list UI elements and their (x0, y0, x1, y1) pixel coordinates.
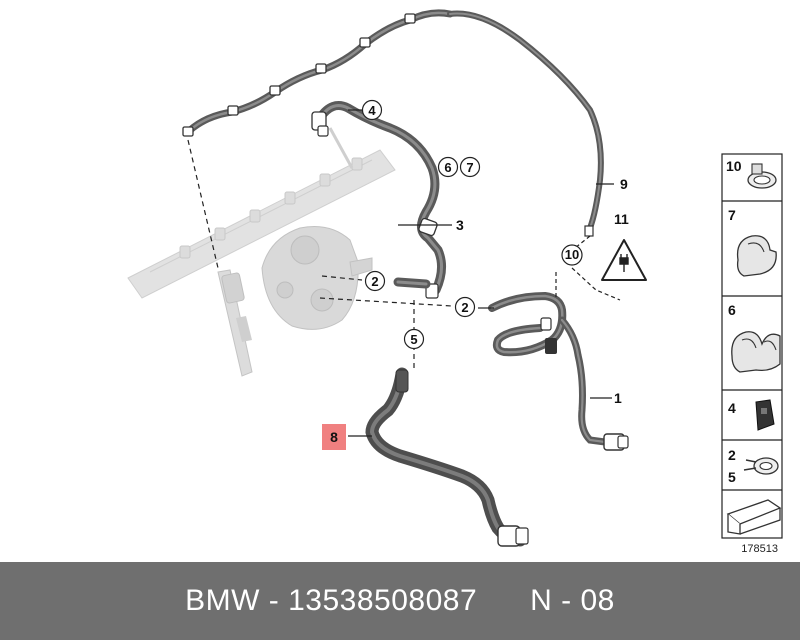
svg-text:2: 2 (728, 447, 736, 463)
svg-text:5: 5 (410, 332, 417, 347)
spacer (477, 584, 530, 618)
parts-diagram: 4 6 7 3 2 2 5 9 10 11 1 8 (127, 9, 783, 555)
svg-text:5: 5 (728, 469, 736, 485)
hose-4-3 (311, 101, 446, 299)
svg-text:4: 4 (728, 400, 736, 416)
svg-text:2: 2 (371, 274, 378, 289)
callout-2-line[interactable]: 2 (454, 296, 476, 318)
leak-off-line (182, 9, 454, 137)
part-number: 13538508087 (288, 584, 478, 617)
connector-end-1 (603, 433, 629, 451)
return-line-9 (447, 10, 604, 237)
svg-text:6: 6 (728, 302, 736, 318)
callout-6[interactable]: 6 (437, 156, 459, 178)
svg-text:4: 4 (368, 103, 376, 118)
double-pipe-holder-icon (731, 331, 781, 373)
rubber-mount-icon (755, 399, 775, 431)
ghost-fuel-pump (261, 226, 373, 330)
callout-7[interactable]: 7 (459, 156, 481, 178)
catalog-number: 178513 (741, 543, 778, 555)
svg-text:9: 9 (620, 176, 628, 192)
svg-text:10: 10 (726, 158, 742, 174)
callout-8[interactable]: 8 (322, 424, 346, 450)
ghost-fuel-rail (127, 127, 396, 299)
warning-triangle-icon (601, 239, 647, 281)
callout-9[interactable]: 9 (620, 176, 628, 192)
leader-lines (187, 109, 621, 437)
separator: - (259, 584, 289, 617)
ghost-injector (217, 269, 253, 377)
connector-end-8 (497, 525, 529, 547)
callout-11[interactable]: 11 (614, 211, 629, 227)
legend-item-kit[interactable] (726, 499, 782, 535)
legend-item-2-5[interactable]: 2 5 (728, 447, 779, 485)
svg-text:6: 6 (444, 160, 451, 175)
svg-text:10: 10 (565, 247, 579, 262)
part-number-footer: BMW - 13538508087 N - 08 (0, 562, 800, 640)
svg-text:8: 8 (330, 429, 338, 445)
fuel-hose-8 (365, 367, 529, 547)
callout-5[interactable]: 5 (403, 328, 425, 350)
callout-1[interactable]: 1 (614, 390, 622, 406)
svg-text:11: 11 (614, 211, 629, 227)
callout-10[interactable]: 10 (561, 244, 583, 266)
brand-label: BMW (185, 584, 260, 617)
legend-item-4[interactable]: 4 (728, 399, 775, 431)
callout-3[interactable]: 3 (456, 217, 464, 233)
parts-legend: 10 7 6 4 (721, 153, 783, 539)
svg-text:2: 2 (461, 300, 468, 315)
svg-text:3: 3 (456, 217, 464, 233)
legend-item-10[interactable]: 10 (726, 158, 777, 189)
callout-4[interactable]: 4 (361, 99, 383, 121)
diagram-reference: N - 08 (530, 584, 615, 617)
fuel-line-1 (488, 291, 629, 451)
legend-item-6[interactable]: 6 (728, 302, 781, 373)
hose-clamp-icon (747, 163, 777, 189)
callout-2-pump[interactable]: 2 (364, 270, 386, 292)
svg-text:7: 7 (466, 160, 473, 175)
svg-text:1: 1 (614, 390, 622, 406)
arrow-kit-icon (726, 499, 782, 535)
pipe-holder-icon (736, 235, 777, 277)
legend-item-7[interactable]: 7 (728, 207, 777, 277)
hose-2-short (393, 277, 431, 289)
spring-clamp-icon (743, 457, 779, 475)
svg-text:7: 7 (728, 207, 736, 223)
